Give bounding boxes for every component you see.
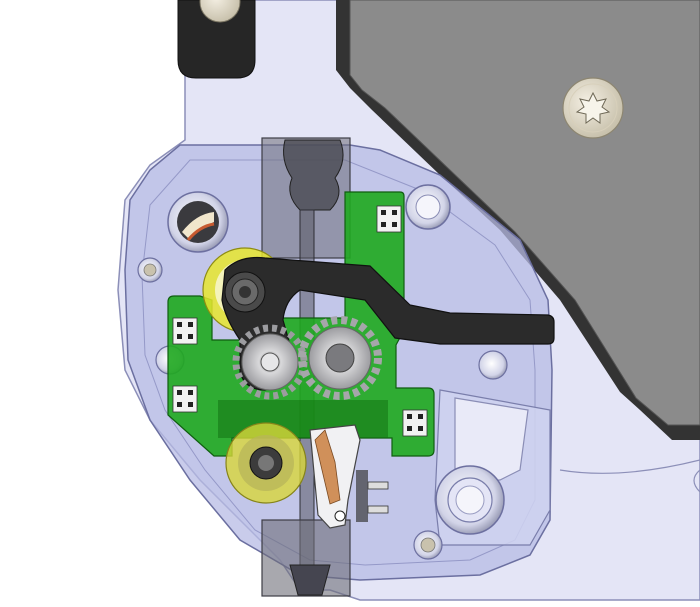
switch-pivot bbox=[334, 510, 346, 522]
switch-terminal bbox=[367, 505, 389, 514]
bracket-edge-arc bbox=[559, 459, 700, 474]
filament-tube bbox=[454, 397, 529, 483]
switch-terminal bbox=[367, 481, 389, 490]
pin-header-icon bbox=[402, 409, 428, 437]
nozzle-body-top bbox=[283, 139, 344, 211]
bracket-slot-top bbox=[177, 0, 256, 79]
slot-screw-head bbox=[199, 0, 241, 23]
screw-bottom bbox=[413, 530, 443, 560]
screw-left bbox=[137, 257, 163, 283]
pin-header-icon bbox=[172, 385, 198, 413]
idler-bearing-bottom bbox=[225, 422, 307, 504]
mount-hole-bottom-right bbox=[435, 465, 505, 535]
torx-screw-icon bbox=[562, 77, 624, 139]
drive-gear-right bbox=[298, 316, 382, 400]
pin-header-icon bbox=[172, 317, 198, 345]
hole-right-mid bbox=[478, 350, 508, 380]
mount-hole-top-right bbox=[405, 184, 451, 230]
lever-pivot-screw bbox=[224, 271, 266, 313]
nozzle-tip bbox=[289, 564, 331, 596]
switch-housing bbox=[356, 470, 368, 522]
switch-copper-contact bbox=[314, 429, 341, 505]
housing-inner-outline bbox=[141, 159, 536, 566]
pcb-board bbox=[167, 191, 435, 457]
bracket-notch bbox=[693, 469, 700, 493]
pin-header-icon bbox=[376, 205, 402, 233]
mount-hole-top-left bbox=[167, 191, 229, 253]
